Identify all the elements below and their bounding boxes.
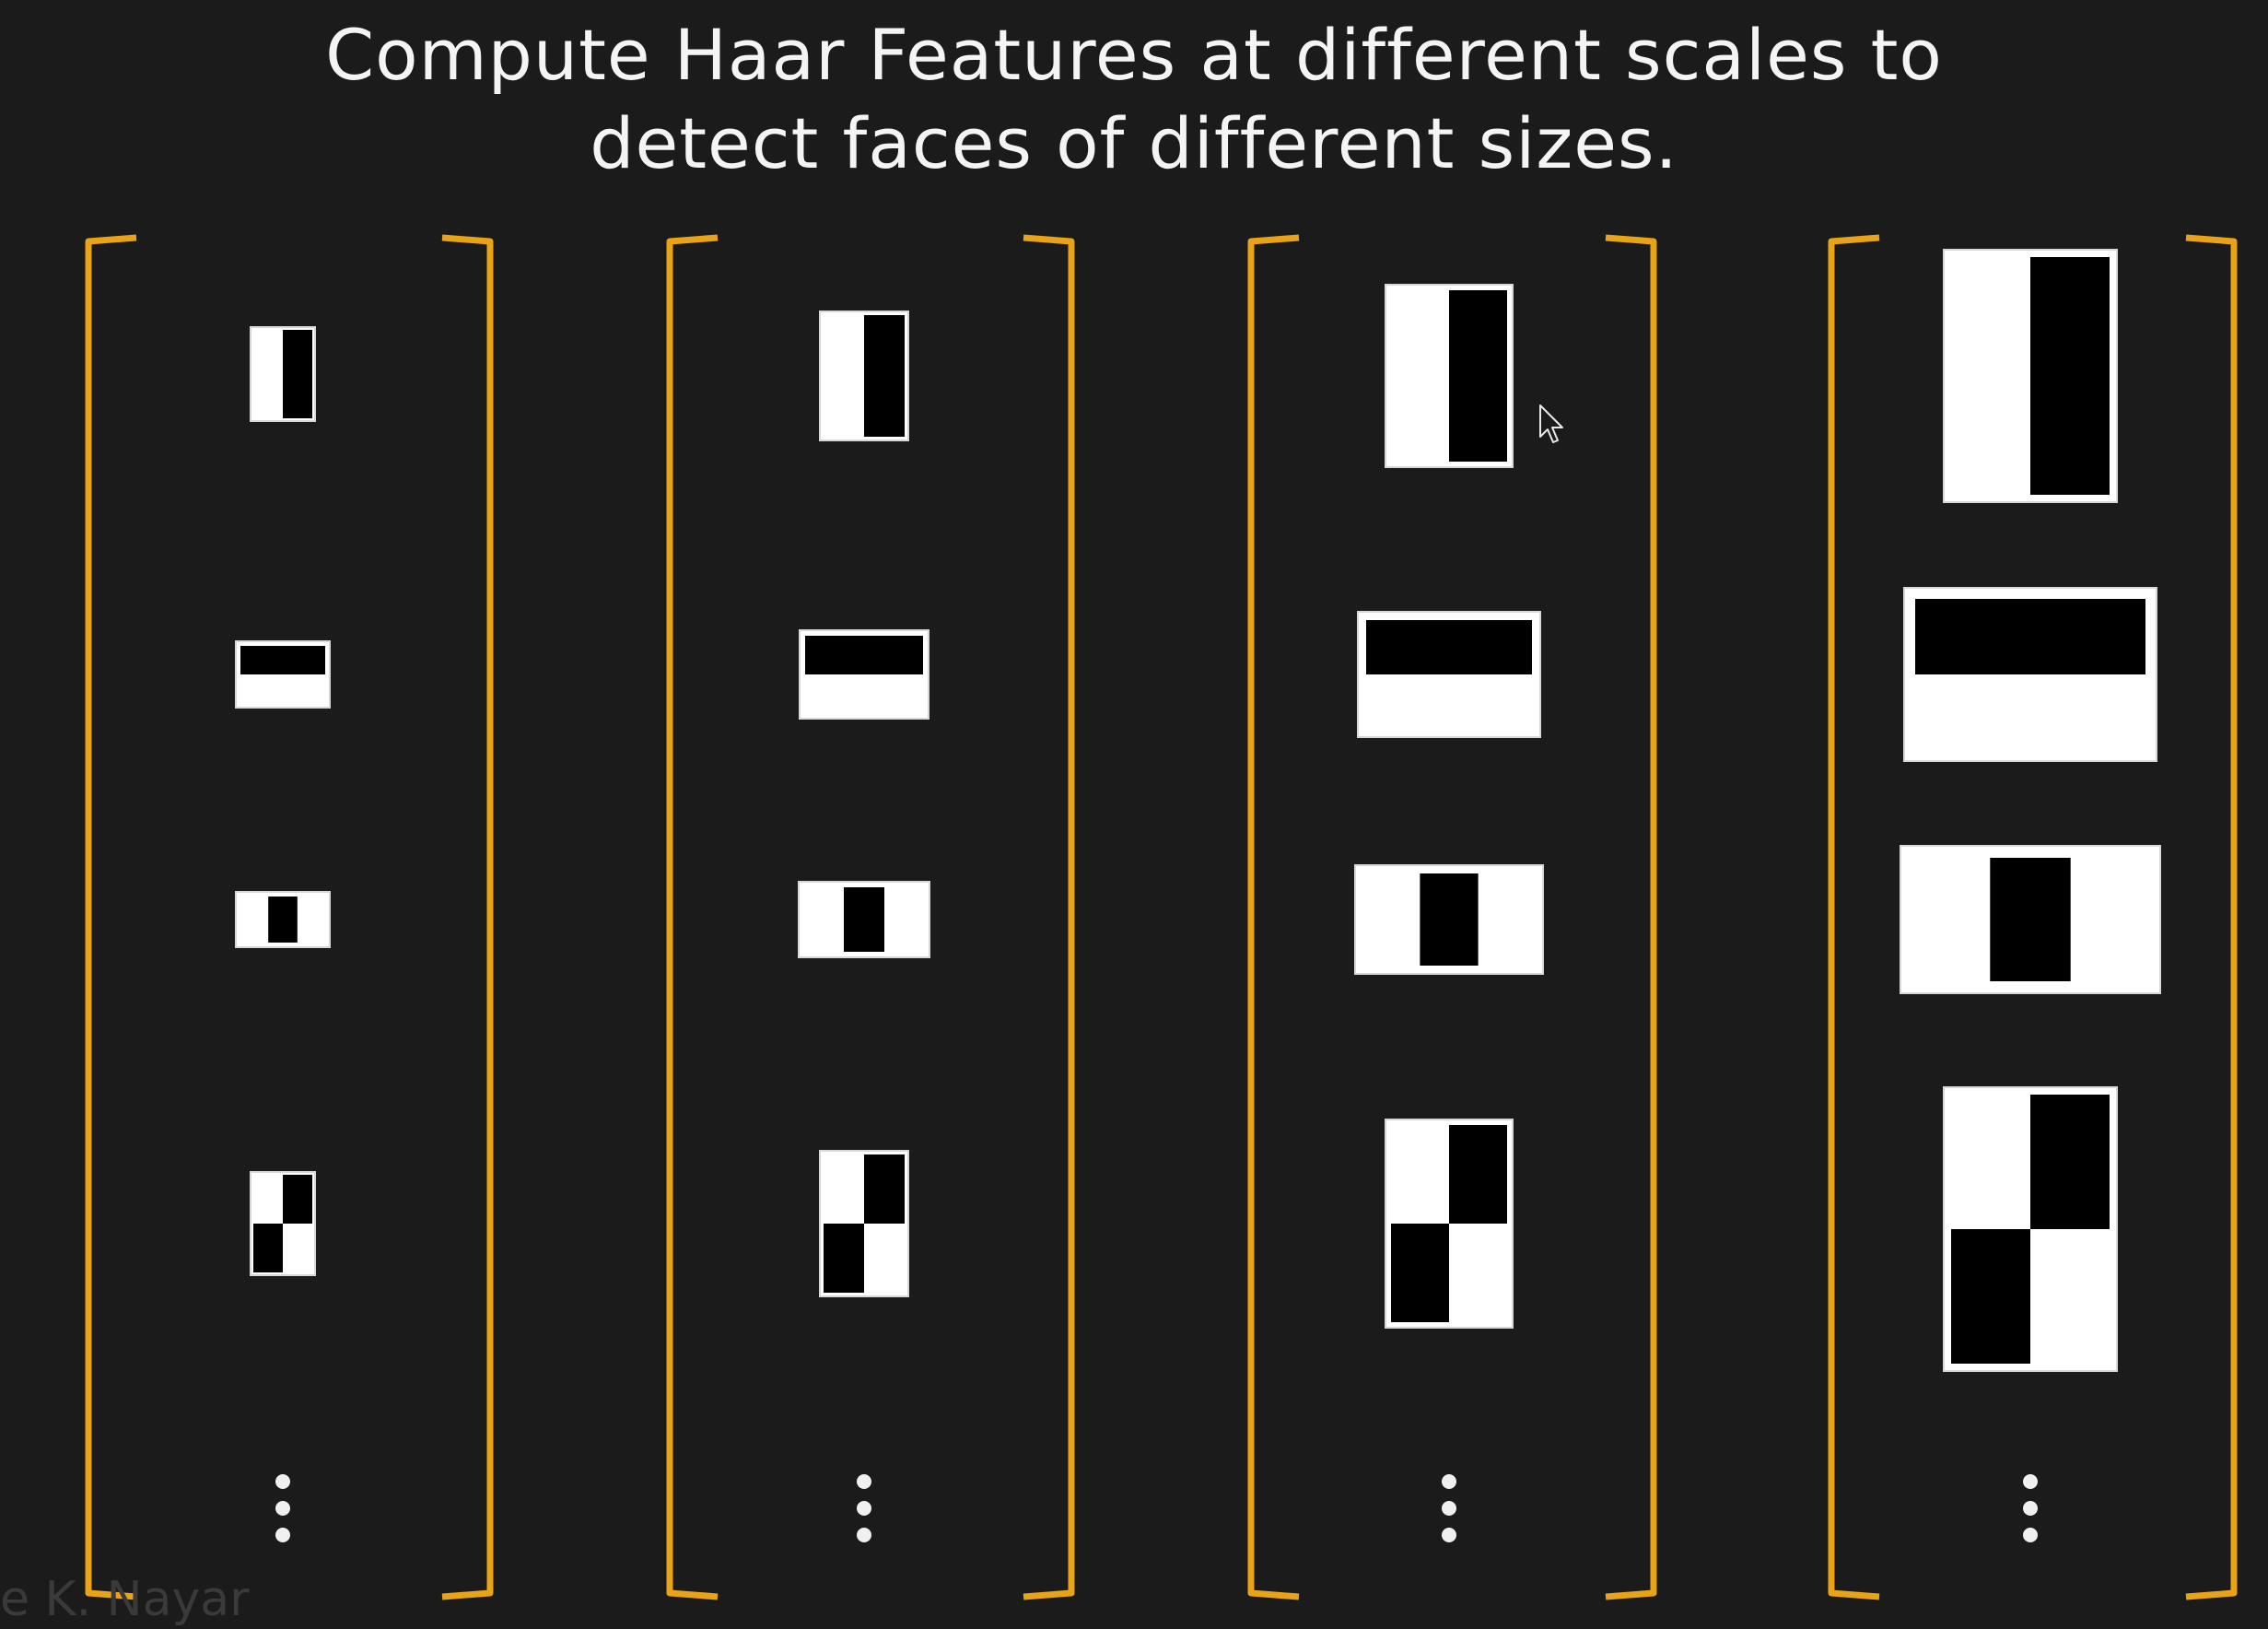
column-scale-1 (85, 234, 494, 1600)
column-scale-4 (1828, 234, 2238, 1600)
vertical-edge-feature (1385, 284, 1514, 468)
right-bracket (1605, 234, 1657, 1600)
right-bracket (1023, 234, 1075, 1600)
title-line-2: detect faces of different sizes. (590, 102, 1678, 184)
continuation-dots (857, 1474, 871, 1542)
watermark: e K. Nayar (0, 1572, 250, 1627)
checkerboard-feature (1943, 1086, 2118, 1372)
left-bracket (1828, 234, 1880, 1600)
horizontal-edge-feature (1903, 587, 2157, 762)
mouse-cursor-icon (1539, 404, 1563, 443)
line-feature (798, 881, 930, 958)
title-line-1: Compute Haar Features at different scale… (325, 14, 1943, 96)
line-feature (1354, 864, 1544, 975)
continuation-dots (1442, 1474, 1456, 1542)
line-feature (1900, 845, 2161, 994)
right-bracket (441, 234, 494, 1600)
horizontal-edge-feature (1357, 611, 1541, 738)
left-bracket (666, 234, 719, 1600)
left-bracket (1247, 234, 1300, 1600)
continuation-dots (2023, 1474, 2038, 1542)
checkerboard-feature (250, 1171, 316, 1276)
column-scale-3 (1247, 234, 1657, 1600)
vertical-edge-feature (1943, 249, 2118, 503)
checkerboard-feature (819, 1150, 909, 1297)
vertical-edge-feature (250, 326, 316, 422)
left-bracket (85, 234, 137, 1600)
right-bracket (2185, 234, 2238, 1600)
horizontal-edge-feature (799, 629, 929, 720)
continuation-dots (275, 1474, 290, 1542)
column-scale-2 (666, 234, 1075, 1600)
horizontal-edge-feature (235, 640, 331, 709)
vertical-edge-feature (819, 311, 909, 441)
line-feature (235, 891, 331, 948)
checkerboard-feature (1385, 1119, 1514, 1329)
